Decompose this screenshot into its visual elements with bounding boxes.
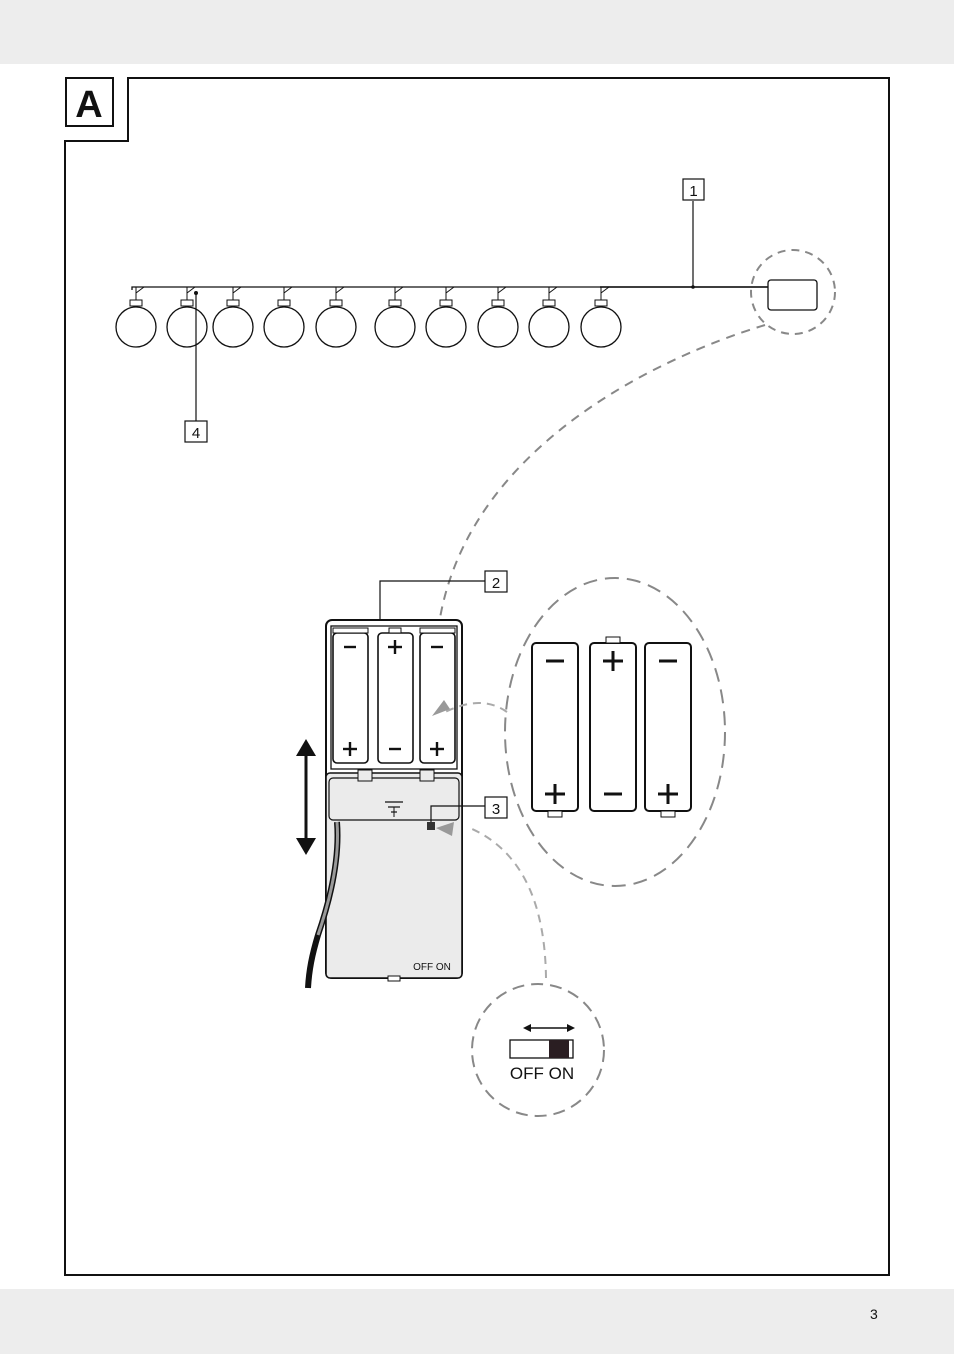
bulb (426, 287, 466, 347)
bulbs (116, 287, 621, 347)
switch-detail-label: OFF ON (510, 1064, 574, 1083)
bulb (478, 287, 518, 347)
switch-knob (549, 1040, 569, 1058)
battery-detail (645, 643, 691, 817)
bulb (213, 287, 253, 347)
box-switch-label: OFF ON (413, 962, 451, 973)
battery-in-box (333, 628, 368, 763)
battery-detail (532, 643, 578, 817)
string-light (116, 250, 835, 347)
switch-small (427, 822, 435, 830)
callout-1: 1 (689, 183, 697, 200)
battery-lid (326, 773, 462, 978)
battery-in-box (378, 628, 413, 763)
bulb (375, 287, 415, 347)
battery-box-small (768, 280, 817, 310)
bulb (264, 287, 304, 347)
callout-4: 4 (192, 425, 200, 442)
bulb (581, 287, 621, 347)
figure-letter: A (75, 84, 102, 126)
switch-detail: OFF ON (510, 1024, 575, 1083)
battery-box: OFF ON (326, 620, 462, 981)
bulb (529, 287, 569, 347)
callout-2: 2 (492, 575, 500, 592)
battery-in-box (420, 628, 455, 763)
battery-detail (590, 637, 636, 811)
bulb (116, 287, 156, 347)
bulb (316, 287, 356, 347)
figure-frame (65, 78, 889, 1275)
bulb (167, 287, 207, 347)
slide-direction-arrow (296, 739, 316, 855)
callout-3: 3 (492, 801, 500, 818)
